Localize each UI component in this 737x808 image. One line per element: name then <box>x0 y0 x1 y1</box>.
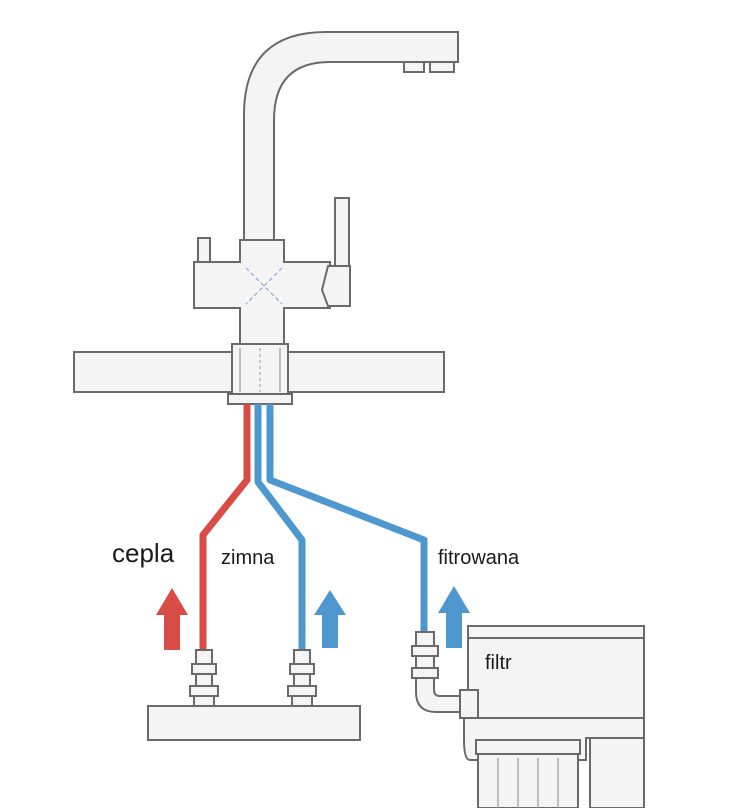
arrow-up-icon <box>156 588 188 650</box>
filtered-water-hose <box>266 404 428 632</box>
connector-icon <box>411 631 467 713</box>
label-filter: filtr <box>485 652 512 674</box>
filter-unit-icon <box>459 625 645 808</box>
warm-water-hose <box>199 404 251 650</box>
supply-block <box>147 705 361 741</box>
label-cold-water: zimna <box>221 547 275 569</box>
arrow-up-icon <box>314 590 346 648</box>
arrow-up-icon <box>438 586 470 648</box>
connector-icon <box>189 649 219 707</box>
label-filtered-water: fitrowana <box>438 547 520 569</box>
faucet-icon <box>193 30 459 347</box>
connector-icon <box>287 649 317 707</box>
cold-water-hose <box>254 404 306 650</box>
mounting-shank <box>227 343 293 405</box>
label-warm-water: cepla <box>112 538 175 568</box>
